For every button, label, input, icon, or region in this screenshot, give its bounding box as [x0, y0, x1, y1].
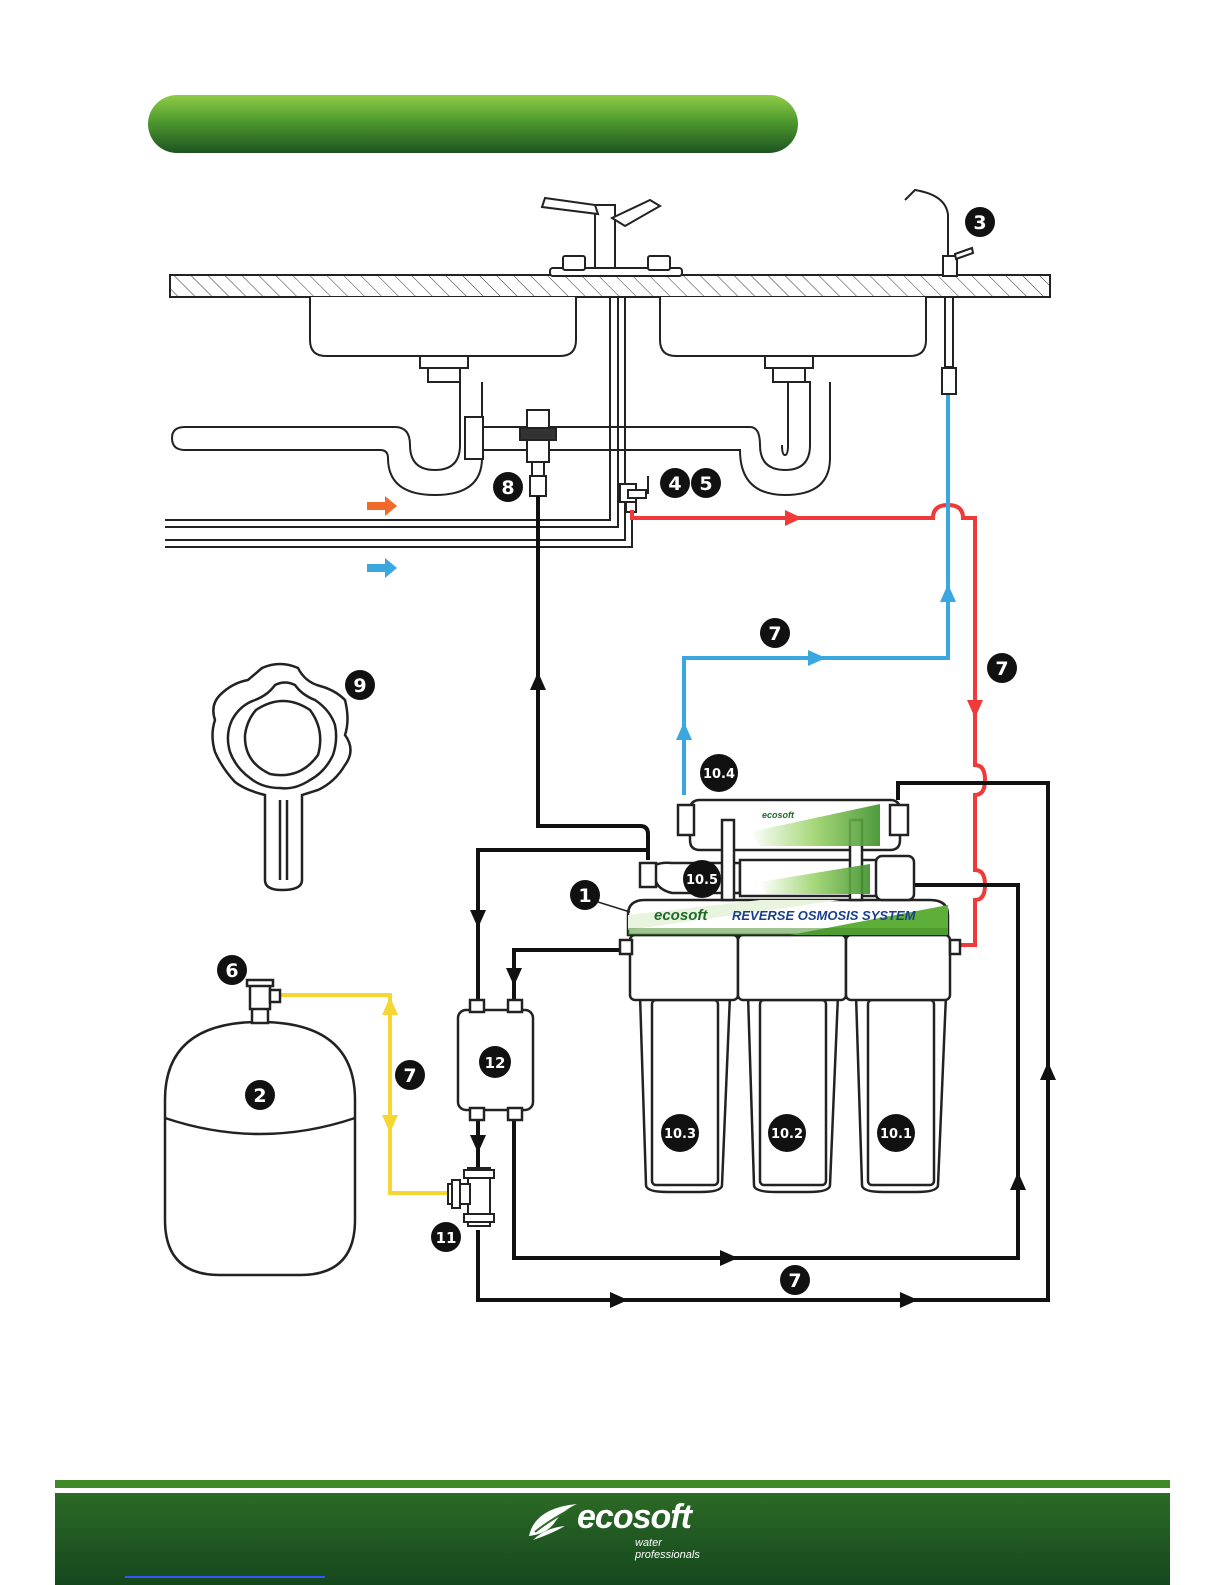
svg-text:8: 8 — [501, 477, 514, 499]
badge-1-leader — [598, 902, 630, 912]
svg-text:7: 7 — [995, 658, 1008, 680]
badge-7: 7 — [987, 653, 1017, 683]
badge-8: 8 — [493, 472, 523, 502]
tank-line-arrow — [382, 1115, 398, 1133]
countertop — [170, 275, 1050, 297]
unit-brand: ecosoft — [654, 907, 708, 924]
badge-6: 6 — [217, 955, 247, 985]
drain-line-arrow — [1040, 1062, 1056, 1080]
kitchen-faucet — [542, 198, 682, 276]
badge-12: 12 — [479, 1046, 511, 1078]
badge-10-4: 10.4 — [700, 754, 738, 792]
badge-7: 7 — [760, 618, 790, 648]
svg-text:10.3: 10.3 — [664, 1127, 696, 1142]
badge-1: 1 — [570, 880, 600, 910]
product-line-arrow — [676, 722, 692, 740]
cartridge-brand: ecosoft — [762, 810, 795, 820]
cold-water-arrow — [367, 558, 397, 578]
drain-line-arrow — [470, 1135, 486, 1153]
svg-text:10.1: 10.1 — [880, 1127, 912, 1142]
feed-line-arrow — [785, 510, 802, 526]
svg-text:7: 7 — [403, 1065, 416, 1087]
badge-10-3: 10.3 — [661, 1114, 699, 1152]
badge-7: 7 — [395, 1060, 425, 1090]
svg-text:7: 7 — [768, 623, 781, 645]
svg-text:3: 3 — [973, 212, 986, 234]
hot-water-arrow — [367, 496, 397, 516]
drain-line-arrow — [470, 910, 486, 928]
drain-line-arrow — [1010, 1172, 1026, 1190]
svg-text:7: 7 — [788, 1270, 801, 1292]
svg-text:10.2: 10.2 — [771, 1127, 803, 1142]
drain-saddle — [520, 410, 556, 496]
tank-tee — [448, 1168, 494, 1226]
drain-line-arrow — [610, 1292, 628, 1308]
drain-line-arrow — [506, 968, 522, 986]
svg-text:6: 6 — [225, 960, 238, 982]
product-line-arrow — [808, 650, 826, 666]
svg-text:9: 9 — [353, 675, 366, 697]
footer-link-underline — [125, 1576, 325, 1578]
drain-line-arrow — [900, 1292, 918, 1308]
feed-line-arrow — [967, 700, 983, 718]
badge-7: 7 — [780, 1265, 810, 1295]
storage-tank — [165, 980, 355, 1275]
svg-text:5: 5 — [699, 473, 712, 495]
svg-text:2: 2 — [253, 1085, 266, 1107]
housing-wrench — [213, 664, 351, 890]
badge-4: 4 — [660, 468, 690, 498]
tank-line-arrow — [382, 997, 398, 1015]
badge-10-2: 10.2 — [768, 1114, 806, 1152]
footer-logo: ecosoft water professionals — [525, 1498, 715, 1558]
drain-line-arrow — [720, 1250, 738, 1266]
ro-installation-diagram: ecosoft REVERSE OSMOSIS SYSTEM ecosoft 1… — [0, 0, 1225, 1480]
header-banner — [148, 95, 798, 153]
footer-brand: ecosoft — [577, 1498, 691, 1537]
svg-text:10.4: 10.4 — [703, 767, 735, 782]
badge-11: 11 — [431, 1222, 461, 1252]
svg-text:12: 12 — [485, 1054, 506, 1072]
product-line-arrow — [940, 584, 956, 602]
leaf-logo-icon — [525, 1500, 581, 1542]
svg-text:10.5: 10.5 — [686, 873, 718, 888]
svg-text:4: 4 — [668, 473, 681, 495]
drain-line-arrow — [530, 672, 546, 690]
badge-3: 3 — [965, 207, 995, 237]
svg-text:11: 11 — [436, 1229, 457, 1247]
badge-9: 9 — [345, 670, 375, 700]
footer-bar: ecosoft water professionals — [55, 1480, 1170, 1585]
badge-5: 5 — [691, 468, 721, 498]
footer-tagline: water professionals — [635, 1537, 715, 1561]
unit-system-name: REVERSE OSMOSIS SYSTEM — [732, 908, 917, 923]
badge-2: 2 — [245, 1080, 275, 1110]
badge-10-5: 10.5 — [683, 860, 721, 898]
svg-text:1: 1 — [578, 885, 591, 907]
product-water-line — [684, 395, 948, 795]
badge-10-1: 10.1 — [877, 1114, 915, 1152]
